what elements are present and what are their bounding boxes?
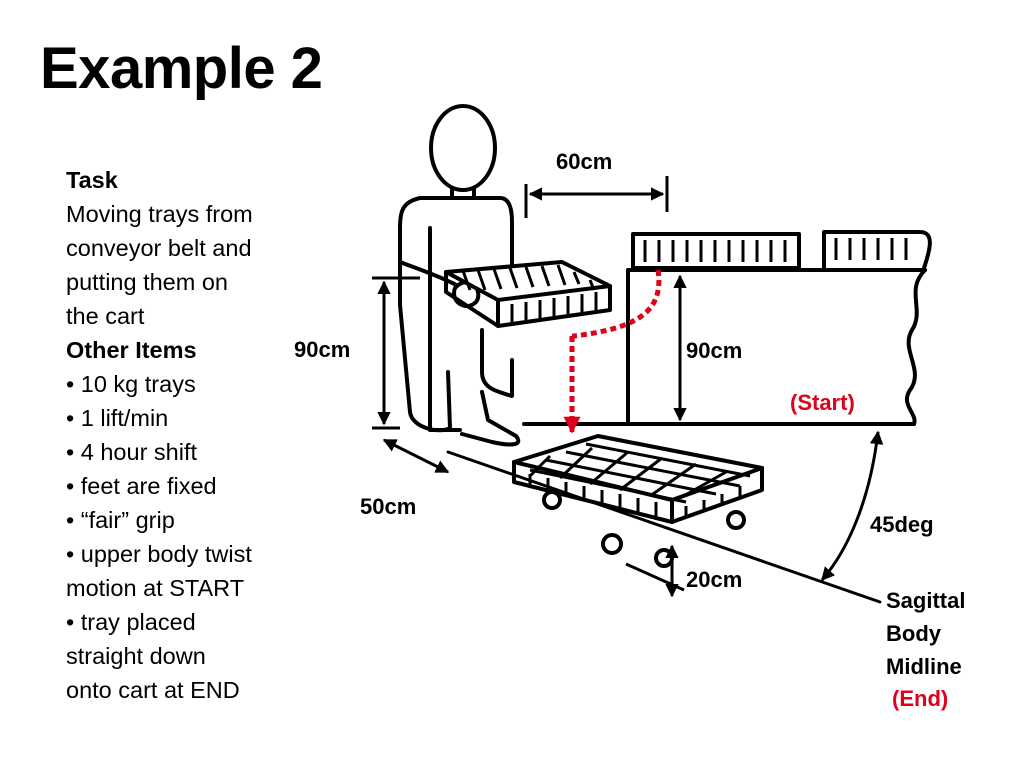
- sagittal-midline: [446, 450, 882, 604]
- task-description: Task Moving trays from conveyor belt and…: [66, 163, 306, 707]
- task-line: Moving trays from: [66, 201, 253, 227]
- item-line: straight down: [66, 643, 206, 669]
- held-tray: [444, 260, 612, 328]
- item-line: • 10 kg trays: [66, 371, 196, 397]
- label-end: (End): [892, 686, 949, 711]
- midline-line: Sagittal: [886, 588, 966, 613]
- page-title: Example 2: [40, 36, 323, 101]
- midline-line: Body: [886, 621, 941, 646]
- label-start: (Start): [790, 390, 855, 415]
- task-line: putting them on: [66, 269, 228, 295]
- item-line: • 1 lift/min: [66, 405, 169, 431]
- item-line: motion at START: [66, 575, 245, 601]
- label-sagittal-midline: Sagittal Body Midline: [886, 584, 965, 683]
- label-hand-height: 90cm: [294, 337, 351, 362]
- task-line: conveyor belt and: [66, 235, 252, 261]
- task-heading: Task: [66, 167, 118, 193]
- item-line: onto cart at END: [66, 677, 240, 703]
- lift-path-curve: [572, 269, 662, 339]
- label-foot-distance: 50cm: [360, 494, 417, 519]
- midline-line: Midline: [886, 654, 962, 679]
- label-start-height: 90cm: [686, 338, 743, 363]
- item-line: • feet are fixed: [66, 473, 217, 499]
- item-line: • tray placed: [66, 609, 196, 635]
- lift-path: [563, 269, 662, 434]
- worker-figure: [398, 104, 521, 447]
- tray-hatching: [461, 238, 908, 518]
- item-line: • “fair” grip: [66, 507, 175, 533]
- label-angle: 45deg: [870, 512, 934, 537]
- item-line: • upper body twist: [66, 541, 252, 567]
- angle-arc: [820, 430, 884, 582]
- conveyor-belt: [522, 230, 932, 426]
- item-line: • 4 hour shift: [66, 439, 198, 465]
- other-items-heading: Other Items: [66, 337, 197, 363]
- dim-50cm-arrow: [382, 438, 450, 474]
- dim-20cm-ground: [625, 562, 685, 592]
- label-horizontal-distance: 60cm: [556, 149, 613, 174]
- task-line: the cart: [66, 303, 145, 329]
- label-cart-height: 20cm: [686, 567, 743, 592]
- dimension-lines: [372, 176, 884, 598]
